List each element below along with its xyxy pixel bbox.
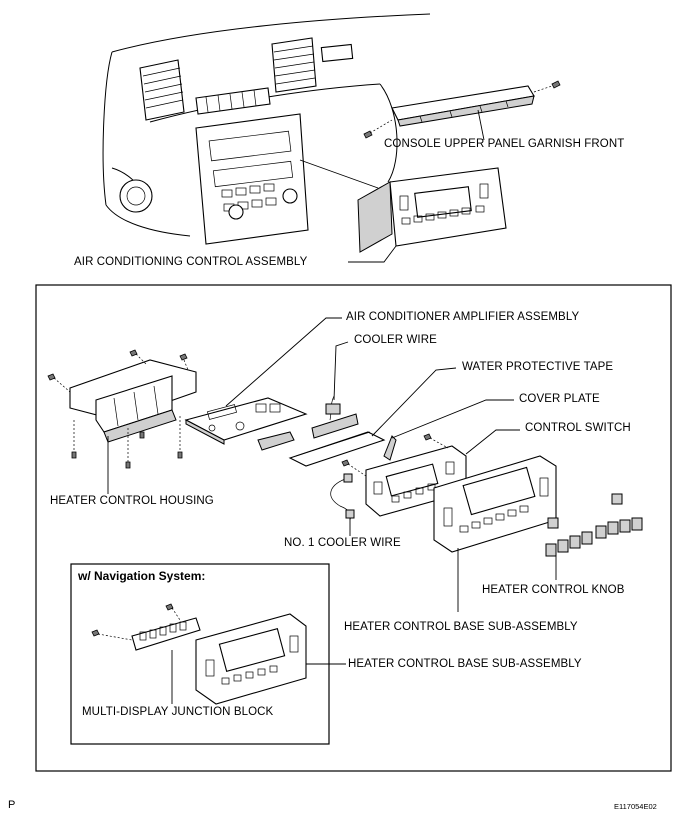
cooler-wire-part [311,395,359,439]
leader-control-switch [465,429,520,455]
label-cooler-wire: COOLER WIRE [354,334,437,346]
label-multi-display: MULTI-DISPLAY JUNCTION BLOCK [82,706,274,718]
figure-code: E117054E02 [614,802,657,811]
no1-cooler-wire-part [330,473,355,521]
console-garnish-part [363,80,561,139]
inset-heater-base-part [195,613,307,705]
label-ac-amplifier: AIR CONDITIONER AMPLIFIER ASSEMBLY [346,311,580,323]
leader-ac-control-assembly [348,245,397,263]
leader-cooler-wire [333,341,349,401]
label-heater-base-2: HEATER CONTROL BASE SUB-ASSEMBLY [348,658,582,670]
water-tape-part [288,431,386,467]
cover-plate-part [383,435,397,461]
label-control-switch: CONTROL SWITCH [525,422,631,434]
label-ac-control-assembly: AIR CONDITIONING CONTROL ASSEMBLY [74,256,308,268]
heater-control-housing-part [47,349,197,469]
navigation-inset-frame [70,563,330,745]
label-heater-knob: HEATER CONTROL KNOB [482,584,625,596]
label-no1-cooler-wire: NO. 1 COOLER WIRE [284,537,401,549]
leader-ac-amplifier [225,317,342,407]
ac-amplifier-part [184,397,308,451]
heater-control-base-part [433,455,557,553]
label-heater-housing: HEATER CONTROL HOUSING [50,495,214,507]
leader-water-tape [371,367,457,437]
multi-display-junction-block-part [91,603,201,651]
page-marker-p: P [8,799,16,811]
label-console-garnish: CONSOLE UPPER PANEL GARNISH FRONT [384,138,625,150]
leader-cover-plate [391,399,514,439]
arrow-install-top [299,159,379,189]
label-water-tape: WATER PROTECTIVE TAPE [462,361,614,373]
ac-control-assembly-part [357,167,507,253]
leader-console-garnish [477,109,485,141]
heater-knobs-part [545,493,643,557]
inset-title: w/ Navigation System: [78,569,206,583]
main-frame [35,284,672,772]
label-cover-plate: COVER PLATE [519,393,600,405]
dashboard-illustration [102,13,431,245]
label-heater-base-1: HEATER CONTROL BASE SUB-ASSEMBLY [344,621,578,633]
